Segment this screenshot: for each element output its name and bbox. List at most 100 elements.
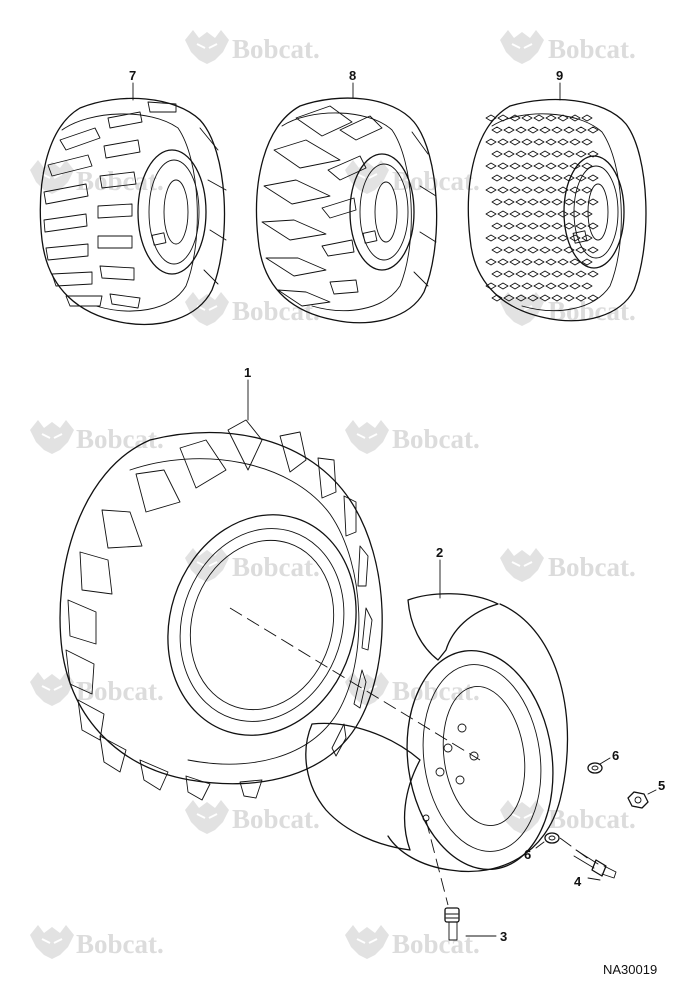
bobcat-logo-icon — [499, 547, 545, 583]
bobcat-logo-icon — [499, 799, 545, 835]
watermark-text: Bobcat. — [232, 34, 320, 64]
turf-tread-block — [485, 162, 497, 170]
turf-tread-block — [539, 174, 551, 182]
turf-tread-block — [575, 174, 587, 182]
washer-axis-line — [559, 837, 591, 861]
turf-tread-block — [491, 294, 503, 302]
turf-tread-block — [533, 210, 545, 218]
watermark-16: Bobcat. — [344, 924, 480, 960]
turf-tread-block — [557, 282, 569, 290]
turf-tread-block — [509, 186, 521, 194]
turf-tread-block — [533, 138, 545, 146]
turf-tread-block — [491, 150, 503, 158]
turf-tread-block — [503, 246, 515, 254]
turf-tread-block — [545, 162, 557, 170]
turf-tread-block — [587, 270, 599, 278]
turf-tread-block — [569, 186, 581, 194]
bobcat-logo-icon — [344, 924, 390, 960]
watermark-3: Bobcat. — [29, 159, 164, 196]
turf-tread-block — [569, 162, 581, 170]
bobcat-logo-icon — [184, 547, 230, 583]
turf-tread-block — [491, 126, 503, 134]
turf-tread-block — [587, 222, 599, 230]
bobcat-logo-icon — [29, 924, 75, 960]
turf-tread-block — [563, 198, 575, 206]
watermark-15: Bobcat. — [29, 924, 164, 960]
watermark-text: Bobcat. — [548, 804, 636, 834]
watermark-7: Bobcat. — [29, 419, 164, 455]
callout-6-lower: 6 — [524, 847, 531, 862]
turf-tread-block — [581, 282, 593, 290]
callout-4: 4 — [574, 874, 582, 889]
turf-tread-block — [557, 210, 569, 218]
watermark-text: Bobcat. — [232, 552, 320, 582]
turf-tread-block — [527, 294, 539, 302]
turf-tread-block — [533, 186, 545, 194]
bobcat-logo-icon — [184, 799, 230, 835]
watermark-text: Bobcat. — [392, 929, 480, 959]
turf-tread-block — [491, 198, 503, 206]
turf-tread-block — [563, 126, 575, 134]
turf-tread-block — [539, 198, 551, 206]
wheel-rim-illustration — [305, 593, 569, 873]
turf-tread-block — [569, 258, 581, 266]
turf-tread-block — [557, 114, 569, 122]
bobcat-logo-icon — [29, 419, 75, 455]
turf-tread-block — [581, 138, 593, 146]
turf-tread-block — [539, 126, 551, 134]
turf-tread-block — [503, 150, 515, 158]
turf-tread-block — [557, 234, 569, 242]
turf-tread-block — [575, 294, 587, 302]
tire-turf-illustration — [467, 98, 647, 322]
turf-tread-block — [587, 246, 599, 254]
turf-tread-pattern — [485, 114, 599, 302]
turf-tread-block — [563, 270, 575, 278]
callout-5: 5 — [658, 778, 665, 793]
turf-tread-block — [587, 126, 599, 134]
watermark-1: Bobcat. — [184, 29, 320, 65]
turf-tread-block — [515, 246, 527, 254]
turf-tread-block — [545, 282, 557, 290]
turf-tread-block — [533, 234, 545, 242]
drawing-code: NA30019 — [603, 962, 657, 977]
turf-tread-block — [521, 186, 533, 194]
callout-9: 9 — [556, 68, 563, 83]
turf-tread-block — [503, 198, 515, 206]
turf-tread-block — [545, 186, 557, 194]
turf-tread-block — [539, 222, 551, 230]
turf-tread-block — [563, 222, 575, 230]
turf-tread-block — [527, 150, 539, 158]
watermark-text: Bobcat. — [76, 424, 164, 454]
bobcat-logo-icon — [184, 29, 230, 65]
turf-tread-block — [497, 282, 509, 290]
watermark-text: Bobcat. — [548, 34, 636, 64]
turf-tread-block — [527, 174, 539, 182]
bobcat-logo-icon — [499, 29, 545, 65]
turf-tread-block — [509, 234, 521, 242]
turf-tread-block — [485, 210, 497, 218]
watermark-text: Bobcat. — [76, 929, 164, 959]
turf-tread-block — [557, 162, 569, 170]
turf-tread-block — [581, 186, 593, 194]
turf-tread-block — [509, 210, 521, 218]
callout-3: 3 — [500, 929, 507, 944]
turf-tread-block — [569, 138, 581, 146]
turf-tread-block — [515, 126, 527, 134]
turf-tread-block — [539, 294, 551, 302]
turf-tread-block — [521, 138, 533, 146]
turf-tread-block — [551, 294, 563, 302]
turf-tread-block — [575, 270, 587, 278]
turf-tread-block — [557, 186, 569, 194]
turf-tread-block — [515, 174, 527, 182]
turf-tread-block — [587, 150, 599, 158]
callout-1: 1 — [244, 365, 251, 380]
turf-tread-block — [515, 222, 527, 230]
watermark-2: Bobcat. — [499, 29, 636, 65]
turf-tread-block — [575, 126, 587, 134]
turf-tread-block — [515, 198, 527, 206]
turf-tread-block — [497, 114, 509, 122]
turf-tread-block — [563, 150, 575, 158]
watermark-12: Bobcat. — [344, 671, 480, 707]
turf-tread-block — [575, 246, 587, 254]
bobcat-logo-icon — [499, 291, 545, 327]
